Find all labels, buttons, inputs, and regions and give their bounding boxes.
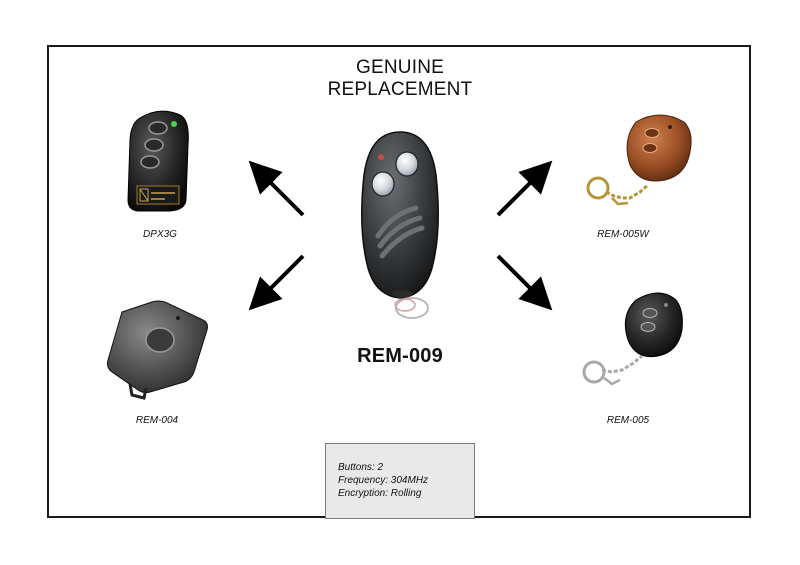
- rem-005w-remote-image: [586, 114, 692, 206]
- spec-frequency: Frequency: 304MHz: [338, 475, 429, 486]
- rem-004-remote-image: [107, 300, 208, 400]
- title-line-2: REPLACEMENT: [327, 79, 473, 100]
- spec-buttons: Buttons: 2: [338, 462, 384, 473]
- spec-box: Buttons: 2 Frequency: 304MHz Encryption:…: [325, 443, 475, 519]
- title-line-1: GENUINE: [356, 57, 444, 78]
- dpx3g-caption: DPX3G: [143, 229, 177, 240]
- page-title: GENUINE REPLACEMENT: [300, 57, 500, 101]
- rem-005-remote-image: [582, 292, 683, 386]
- rem-005w-caption: REM-005W: [597, 229, 649, 240]
- rem-005-caption: REM-005: [606, 415, 650, 426]
- arrow-to-dpx3g: [248, 160, 305, 217]
- arrow-to-rem-004: [248, 254, 305, 311]
- rem-004-caption: REM-004: [135, 415, 179, 426]
- arrow-to-rem-005w: [496, 160, 553, 217]
- dpx3g-remote-image: [127, 110, 189, 212]
- rem-009-remote-image: [361, 131, 439, 319]
- arrow-to-rem-005: [496, 254, 553, 311]
- main-product-label: REM-009: [357, 345, 443, 367]
- spec-encryption: Encryption: Rolling: [338, 488, 422, 499]
